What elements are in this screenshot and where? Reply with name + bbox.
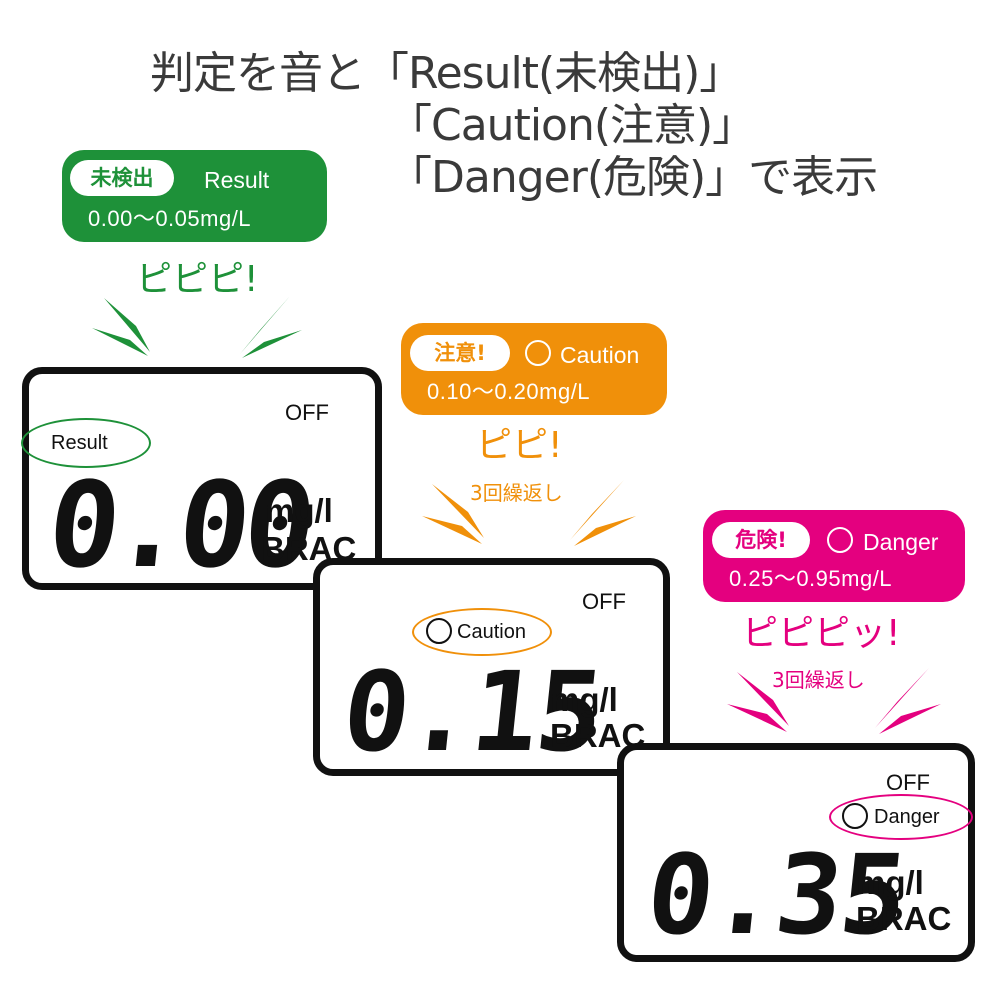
danger-status-ring	[829, 794, 973, 840]
unit-brac: BRAC	[856, 900, 952, 937]
danger-display: OFF Danger 0.35 mg/l BRAC	[617, 743, 975, 962]
result-badge: 未検出	[70, 160, 174, 196]
result-beep-ray-1	[104, 298, 150, 352]
result-info-box: 未検出 Result 0.00〜0.05mg/L	[62, 150, 327, 242]
caution-status-ring	[412, 608, 552, 656]
face-danger-icon	[842, 803, 868, 829]
result-beep-ray-2	[92, 328, 148, 356]
caution-repeat-text: 3回繰返し	[470, 481, 563, 505]
caution-beep-text: ピピ!	[476, 425, 563, 466]
face-caution-icon	[426, 618, 452, 644]
caution-display: OFF Caution 0.15 mg/l BRAC	[313, 558, 670, 776]
caution-beep-lines	[422, 480, 636, 546]
result-beep-ray-3	[240, 296, 290, 354]
unit-mg-l: mg/l	[265, 492, 333, 529]
caution-badge: 注意!	[410, 335, 510, 371]
danger-info-box: 危険! Danger 0.25〜0.95mg/L	[703, 510, 965, 602]
result-display: OFF Result 0.00 mg/l BRAC	[21, 367, 382, 594]
result-beep-text: ピピピ!	[136, 259, 259, 300]
result-range: 0.00〜0.05mg/L	[88, 206, 252, 231]
off-indicator: OFF	[886, 770, 930, 795]
off-indicator: OFF	[285, 400, 329, 425]
danger-beep-ray-1	[737, 672, 789, 726]
danger-range: 0.25〜0.95mg/L	[729, 566, 893, 591]
result-beep-ray-4	[242, 330, 302, 358]
heading-line-1: 判定を音と「Result(未検出)」	[150, 48, 743, 99]
face-caution-icon	[525, 340, 551, 366]
result-status-ring	[21, 418, 151, 468]
danger-beep-ray-2	[727, 704, 787, 732]
danger-status-text: Danger	[874, 806, 940, 828]
unit-mg-l: mg/l	[550, 681, 618, 718]
caution-beep-ray-1	[432, 484, 484, 538]
danger-beep-ray-4	[879, 704, 941, 734]
danger-repeat-text: 3回繰返し	[772, 668, 865, 692]
caution-status-text: Caution	[457, 621, 526, 643]
off-indicator: OFF	[582, 589, 626, 614]
result-label: Result	[204, 167, 270, 193]
face-danger-icon	[827, 527, 853, 553]
heading-line-3: 「Danger(危険)」で表示	[388, 152, 878, 203]
danger-label: Danger	[863, 529, 939, 555]
caution-info-box: 注意! Caution 0.10〜0.20mg/L	[401, 323, 667, 415]
danger-badge: 危険!	[712, 522, 810, 558]
danger-beep-ray-3	[875, 668, 929, 728]
danger-beep-lines	[727, 668, 941, 734]
unit-mg-l: mg/l	[856, 864, 924, 901]
caution-beep-ray-3	[570, 480, 624, 540]
caution-label: Caution	[560, 342, 640, 368]
caution-range: 0.10〜0.20mg/L	[427, 379, 591, 404]
result-beep-lines	[92, 296, 302, 358]
heading-line-2: 「Caution(注意)」	[388, 100, 756, 151]
caution-beep-ray-4	[574, 516, 636, 546]
result-status-text: Result	[51, 432, 108, 454]
caution-beep-ray-2	[422, 516, 482, 544]
danger-beep-text: ピピピッ!	[742, 613, 901, 654]
